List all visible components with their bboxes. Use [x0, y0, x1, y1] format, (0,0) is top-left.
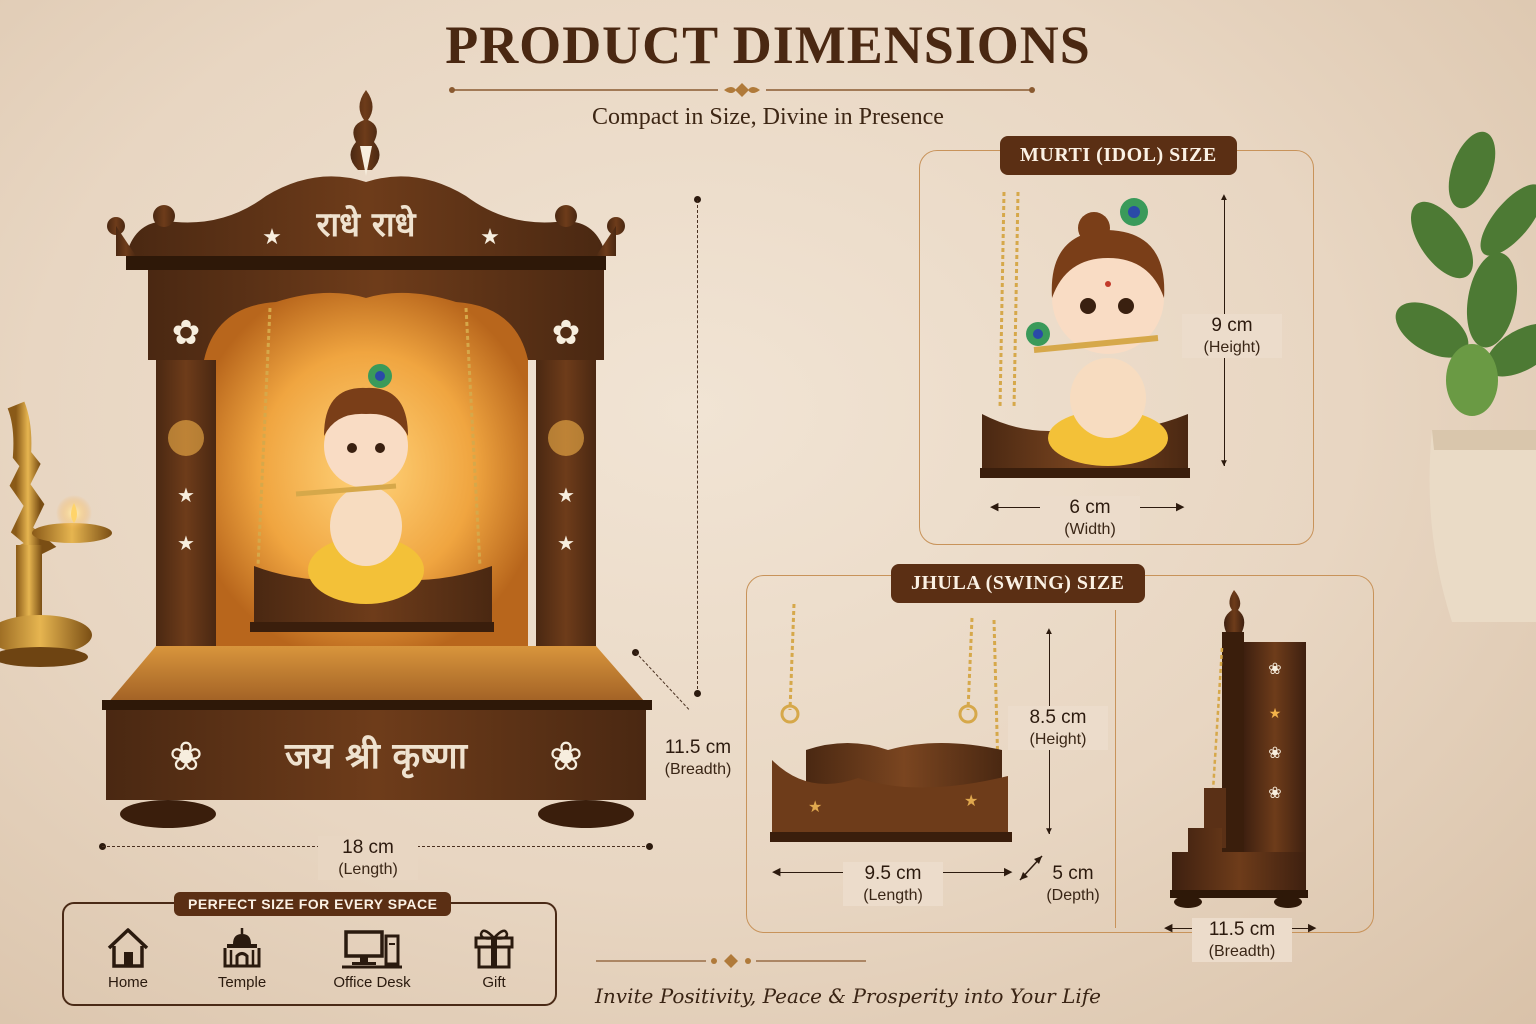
murti-height-dimension: 9 cm (Height) [1182, 314, 1282, 358]
space-item-temple: Temple [187, 926, 297, 991]
jhula-depth-dimension: 5 cm (Depth) [1030, 862, 1116, 906]
base-inscription: जय श्री कृष्णा [284, 735, 469, 779]
potted-plant-image [1395, 131, 1536, 622]
temple-height-line [697, 200, 698, 694]
arrow-right-icon: ▶ [1308, 922, 1317, 934]
tagline-ornament [596, 954, 866, 968]
svg-text:★: ★ [480, 224, 500, 249]
wooden-temple-image: राधे राधे ★ ★ ★ ★ ★ ★ ✿ ✿ ❀ ❀ जय श्री कृ… [102, 90, 652, 828]
murti-height-label: (Height) [1203, 338, 1261, 356]
svg-text:✿: ✿ [552, 314, 581, 352]
jhula-length-dimension: 9.5 cm (Length) [843, 862, 943, 906]
murti-idol-image [980, 191, 1190, 478]
svg-text:★: ★ [557, 485, 575, 507]
svg-text:❀: ❀ [1268, 661, 1281, 678]
svg-text:★: ★ [808, 799, 822, 816]
arrow-left-icon: ◀ [990, 501, 999, 513]
space-label-home: Home [107, 974, 148, 991]
space-label-temple: Temple [217, 974, 267, 991]
space-label-gift: Gift [482, 974, 506, 991]
svg-text:★: ★ [177, 485, 195, 507]
temple-length-value: 18 cm [342, 837, 394, 858]
arrow-right-icon: ▶ [1004, 866, 1013, 878]
svg-text:❀: ❀ [549, 735, 583, 779]
arrow-up-icon: ▲ [1219, 192, 1229, 203]
jhula-depth-label: (Depth) [1046, 886, 1100, 904]
side-breadth-value: 11.5 cm [1208, 919, 1276, 940]
arrow-down-icon: ▼ [1044, 826, 1054, 837]
home-icon [107, 928, 149, 968]
height-line-bottom-dot [694, 690, 701, 697]
space-label-office-desk: Office Desk [333, 974, 411, 991]
top-inscription: राधे राधे [315, 204, 416, 245]
murti-width-dimension: 6 cm (Width) [1040, 496, 1140, 540]
temple-breadth-dimension: 11.5 cm (Breadth) [648, 736, 748, 780]
perfect-size-tag: PERFECT SIZE FOR EVERY SPACE [174, 892, 452, 916]
jhula-height-dimension: 8.5 cm (Height) [1008, 706, 1108, 750]
arrow-left-icon: ◀ [772, 866, 781, 878]
space-item-gift: Gift [439, 926, 549, 991]
side-breadth-dimension: 11.5 cm (Breadth) [1192, 918, 1292, 962]
svg-text:★: ★ [964, 793, 978, 810]
jhula-length-label: (Length) [863, 886, 923, 904]
space-item-home: Home [73, 926, 183, 991]
temple-icon [223, 928, 261, 968]
space-item-office-desk: Office Desk [317, 926, 427, 991]
jhula-size-tag: JHULA (SWING) SIZE [891, 564, 1145, 603]
brass-lamp-image [0, 401, 112, 667]
jhula-swing-image: ★ ★ [770, 603, 1012, 842]
length-line-right-dot [646, 843, 653, 850]
temple-length-dimension: 18 cm (Length) [318, 836, 418, 880]
svg-text:★: ★ [1269, 705, 1282, 721]
murti-width-label: (Width) [1064, 520, 1116, 538]
svg-text:★: ★ [557, 533, 575, 555]
temple-breadth-value: 11.5 cm [664, 737, 732, 758]
svg-text:★: ★ [262, 224, 282, 249]
jhula-depth-arrow [1019, 855, 1043, 881]
arrow-left-icon: ◀ [1164, 922, 1173, 934]
murti-height-value: 9 cm [1211, 315, 1253, 336]
temple-breadth-label: (Breadth) [664, 760, 732, 778]
murti-width-value: 6 cm [1069, 497, 1111, 518]
side-breadth-label: (Breadth) [1208, 942, 1276, 960]
jhula-length-value: 9.5 cm [864, 863, 922, 884]
page-subtitle: Compact in Size, Divine in Presence [592, 104, 944, 130]
page-title: PRODUCT DIMENSIONS [445, 15, 1091, 75]
svg-text:❀: ❀ [169, 735, 203, 779]
office-desk-icon [342, 930, 402, 969]
title-divider-ornament [449, 83, 1035, 97]
svg-text:❀: ❀ [1268, 785, 1281, 802]
arrow-down-icon: ▼ [1219, 458, 1229, 469]
svg-text:✿: ✿ [172, 314, 201, 352]
height-line-top-dot [694, 196, 701, 203]
jhula-height-value: 8.5 cm [1029, 707, 1087, 728]
breadth-line-dot [632, 649, 639, 656]
temple-side-view-image: ❀ ★ ❀ ❀ [1170, 590, 1308, 908]
temple-length-label: (Length) [338, 860, 398, 878]
footer-tagline: Invite Positivity, Peace & Prosperity in… [595, 984, 1101, 1008]
svg-text:★: ★ [177, 533, 195, 555]
svg-text:❀: ❀ [1268, 745, 1281, 762]
jhula-panel-divider [1115, 610, 1116, 928]
arrow-right-icon: ▶ [1176, 501, 1185, 513]
jhula-depth-value: 5 cm [1052, 863, 1094, 884]
arrow-up-icon: ▲ [1044, 626, 1054, 637]
gift-icon [474, 929, 514, 969]
murti-size-tag: MURTI (IDOL) SIZE [1000, 136, 1237, 175]
jhula-height-label: (Height) [1029, 730, 1087, 748]
